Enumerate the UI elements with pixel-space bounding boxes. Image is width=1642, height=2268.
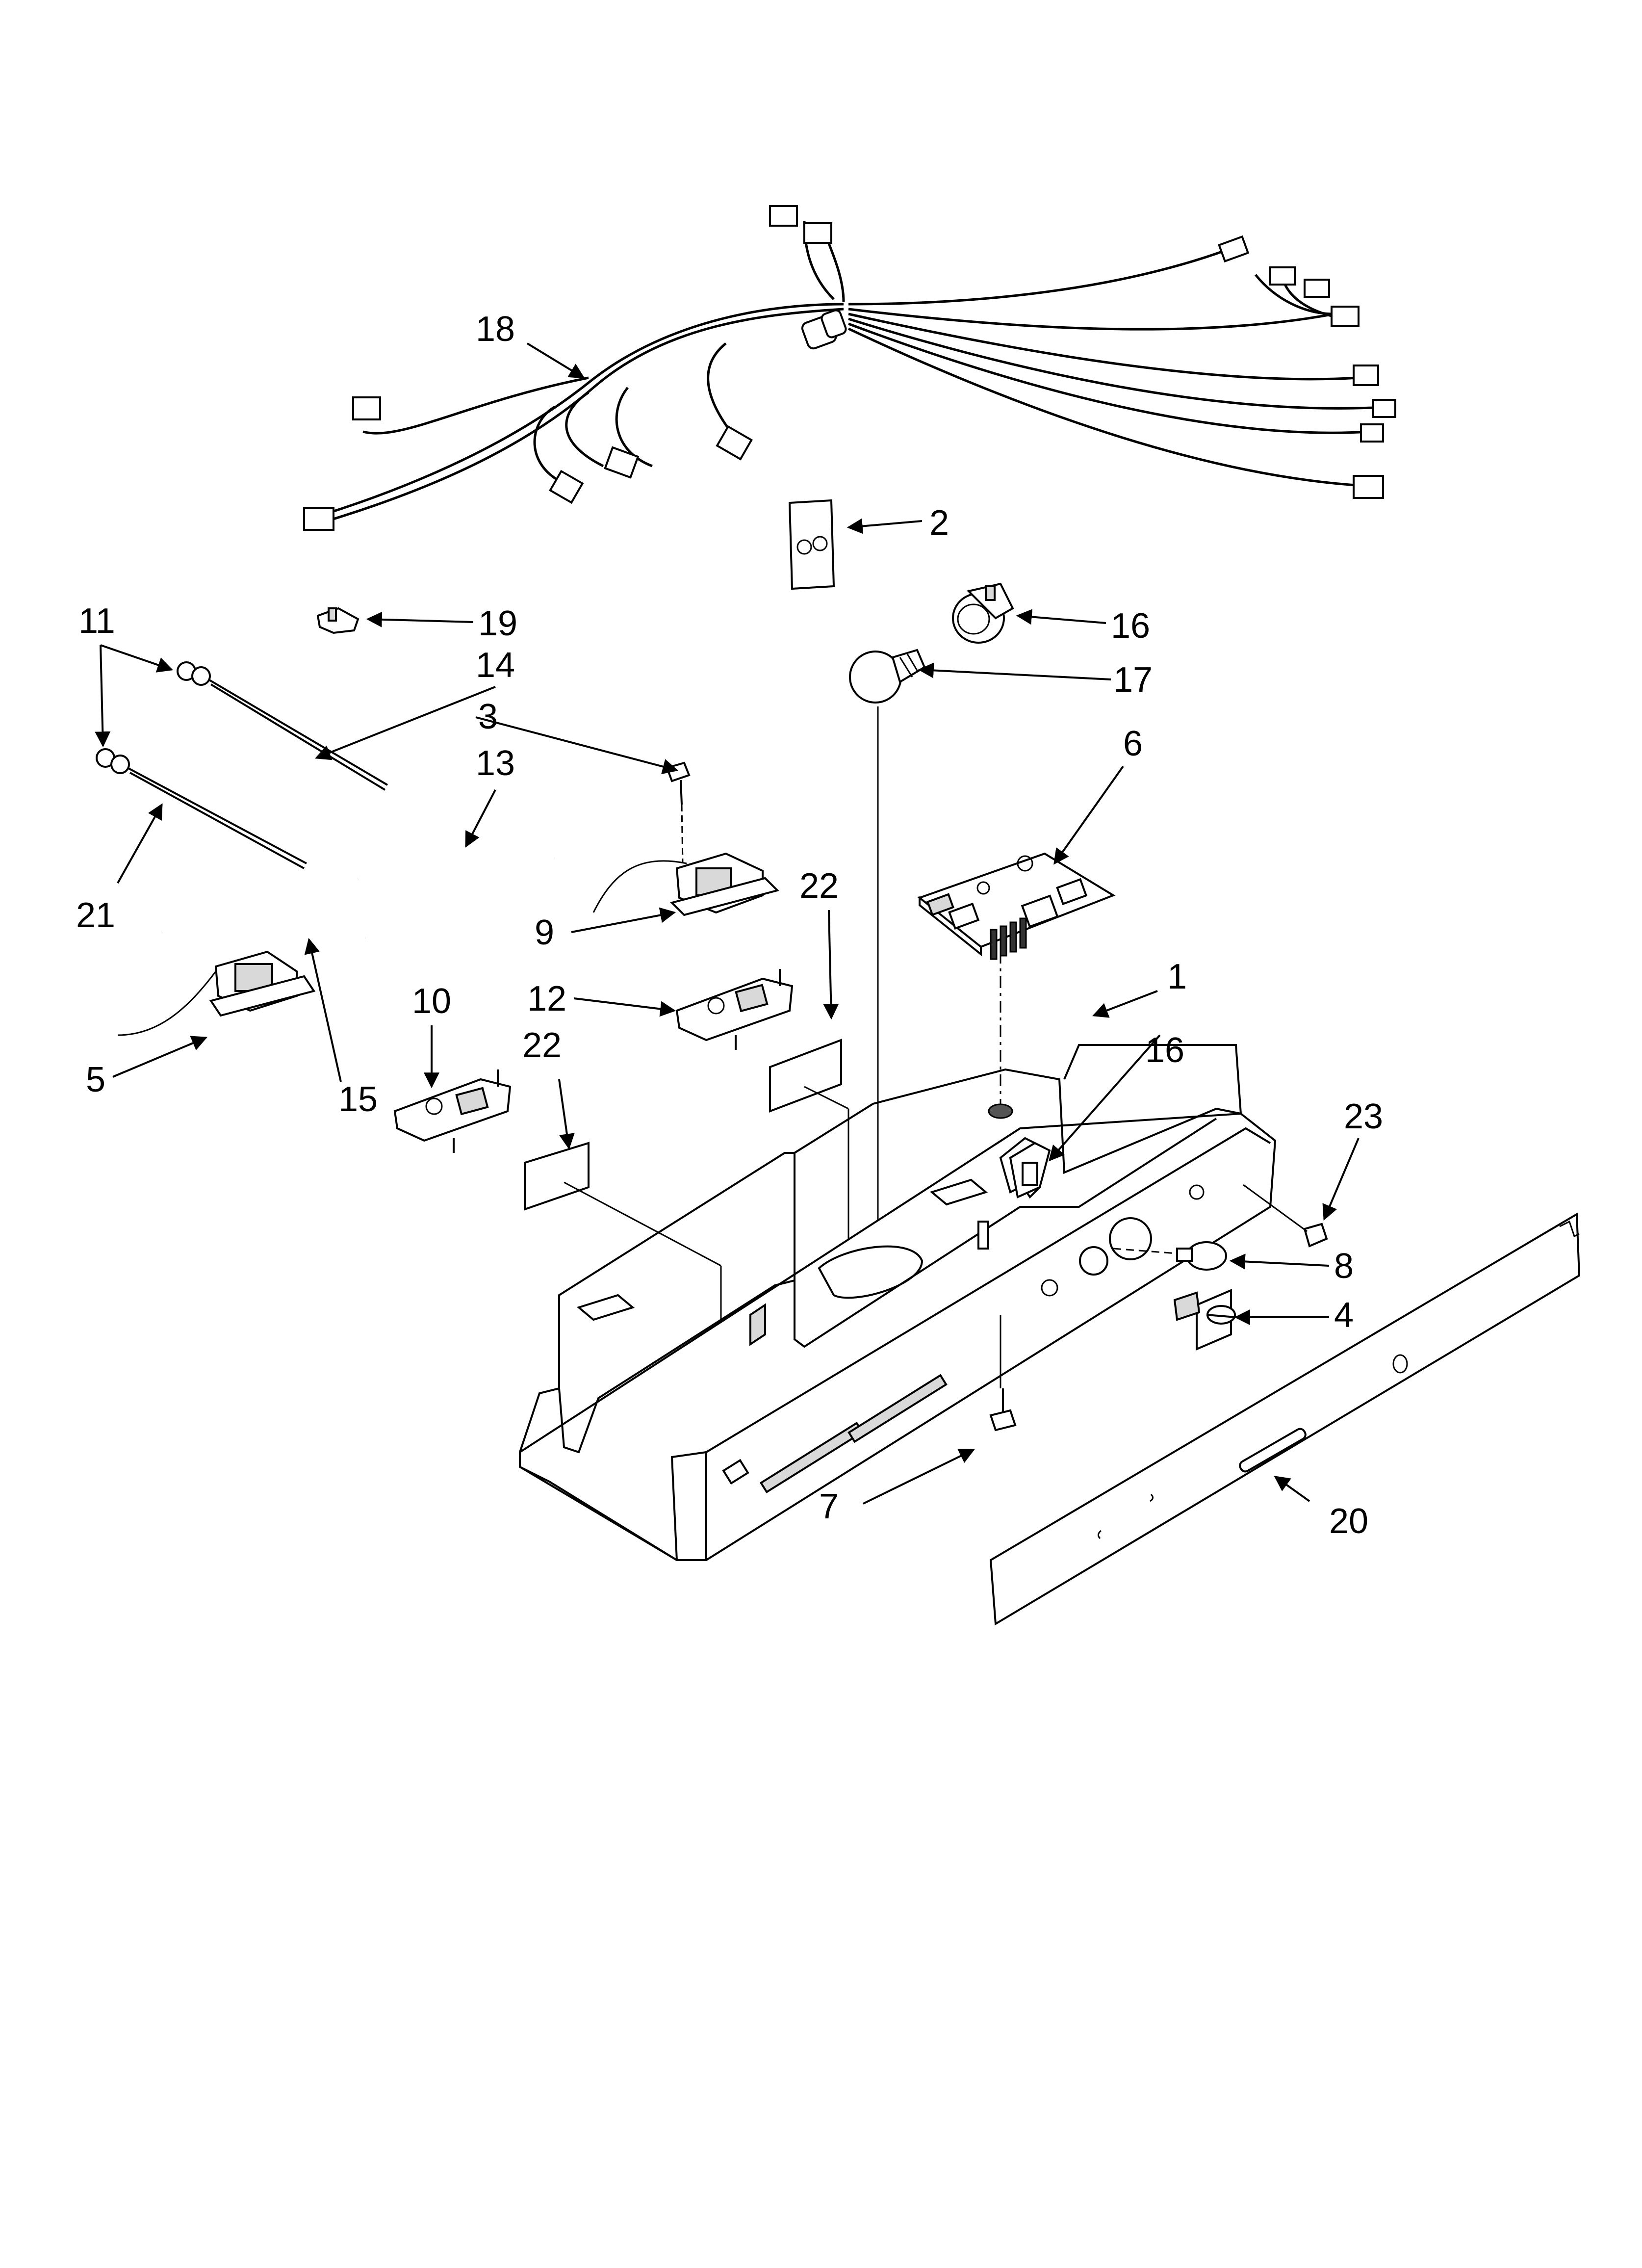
callout-2: 2 — [929, 503, 949, 543]
push-button-8 — [1113, 1241, 1227, 1271]
label-22-left — [524, 1142, 590, 1211]
callout-18: 18 — [476, 310, 515, 349]
callout-9: 9 — [535, 913, 554, 952]
switch-5 — [117, 950, 316, 1036]
mounting-clip-16 — [1009, 1142, 1051, 1199]
screw-23 — [1243, 1184, 1328, 1248]
callout-labels: 1 2 3 4 5 6 7 8 9 10 11 12 13 14 15 16 1… — [76, 310, 1383, 1541]
bracket-12 — [675, 969, 794, 1050]
callout-16-upper: 16 — [1111, 606, 1150, 646]
tube-assembly-upper — [177, 661, 388, 791]
leader-lines — [95, 342, 1360, 1505]
wire-harness — [303, 205, 1396, 531]
callout-10: 10 — [412, 982, 451, 1021]
callout-12: 12 — [527, 979, 566, 1018]
callout-7: 7 — [819, 1487, 839, 1526]
wire-clip — [316, 607, 359, 634]
screw-7 — [989, 1388, 1017, 1432]
callout-21: 21 — [76, 896, 115, 935]
callout-4: 4 — [1334, 1296, 1354, 1335]
callout-1: 1 — [1167, 957, 1187, 996]
foam-gasket — [788, 499, 835, 590]
tube-assembly-lower — [96, 748, 307, 869]
callout-11: 11 — [78, 601, 115, 641]
callout-22-left: 22 — [522, 1026, 562, 1065]
callout-22-right: 22 — [799, 866, 839, 906]
callout-16-lower: 16 — [1145, 1031, 1184, 1070]
trim-panel-20 — [989, 1212, 1581, 1626]
lamp-socket-16 — [952, 582, 1014, 644]
switch-9 — [592, 804, 779, 916]
callout-17: 17 — [1113, 660, 1153, 700]
callout-13: 13 — [476, 744, 515, 783]
control-knob-4 — [1173, 1288, 1236, 1351]
control-board-6 — [917, 852, 1116, 1109]
bracket-10 — [393, 1069, 512, 1153]
callout-3: 3 — [478, 697, 498, 736]
callout-19: 19 — [478, 604, 517, 643]
callout-23: 23 — [1344, 1097, 1383, 1136]
callout-6: 6 — [1123, 724, 1143, 763]
label-22-right — [769, 1039, 842, 1113]
callout-14: 14 — [476, 646, 515, 685]
light-bulb-17 — [849, 649, 926, 1288]
callout-15: 15 — [338, 1080, 378, 1119]
callout-20: 20 — [1329, 1502, 1368, 1541]
callout-8: 8 — [1334, 1247, 1354, 1286]
callout-5: 5 — [86, 1060, 105, 1099]
